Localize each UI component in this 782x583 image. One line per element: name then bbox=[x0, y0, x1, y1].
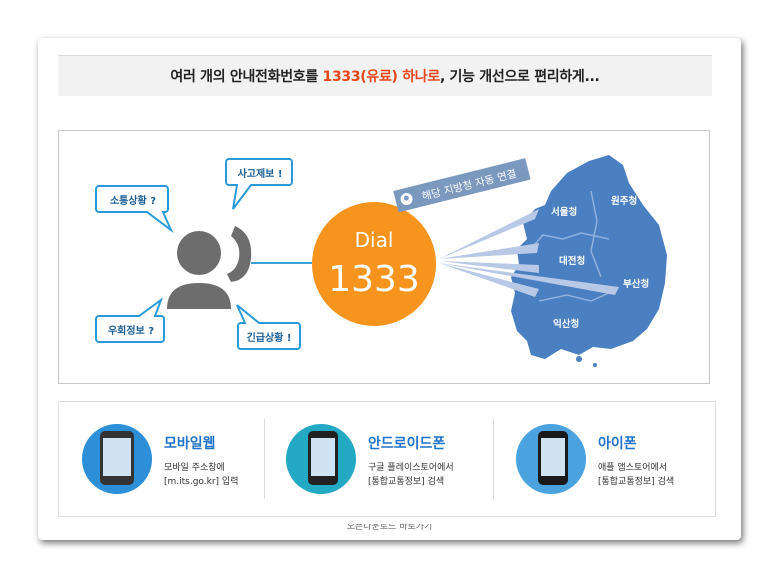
connection-arrows bbox=[439, 209, 619, 297]
dial-label: Dial bbox=[355, 228, 394, 252]
app-links: 모바일웹 모바일 주소창에 [m.its.go.kr] 입력 안드로이드폰 구글… bbox=[58, 401, 716, 517]
caller-icon bbox=[167, 226, 252, 309]
headline-highlight: 1333(유료) 하나로 bbox=[322, 69, 441, 85]
bubble-traffic-text: 소통상황 ? bbox=[110, 194, 156, 207]
mobile-web-icon[interactable] bbox=[82, 424, 152, 494]
region-wonju: 원주청 bbox=[611, 195, 637, 207]
app-android[interactable]: 안드로이드폰 구글 플레이스토어에서 [통합교통정보] 검색 bbox=[286, 402, 486, 516]
app-android-desc: 구글 플레이스토어에서 [통합교통정보] 검색 bbox=[368, 461, 454, 489]
content-card: 여러 개의 안내전화번호를 1333(유료) 하나로 , 기능 개선으로 편리하… bbox=[38, 38, 741, 540]
dial-circle: Dial 1333 bbox=[312, 202, 436, 326]
app-android-line1: 구글 플레이스토어에서 bbox=[368, 463, 454, 473]
app-android-line2: [통합교통정보] 검색 bbox=[368, 477, 445, 487]
auto-connect-banner: 해당 지방청 자동 연결 bbox=[393, 158, 531, 213]
bubble-emergency-text: 긴급상황 ! bbox=[247, 331, 292, 344]
app-iphone-line2: [통합교통정보] 검색 bbox=[598, 477, 675, 487]
bubble-emergency: 긴급상황 ! bbox=[236, 304, 301, 350]
bubble-accident: 사고제보 ! bbox=[225, 158, 293, 210]
region-seoul: 서울청 bbox=[551, 206, 577, 218]
region-iksan: 익산청 bbox=[553, 318, 579, 330]
app-iphone-line1: 애플 앱스토어에서 bbox=[598, 463, 668, 473]
service-diagram: 사고제보 ! 소통상황 ? 우회정보 ? 긴급상황 ! bbox=[58, 130, 710, 384]
app-android-title[interactable]: 안드로이드폰 bbox=[368, 436, 446, 452]
footer-partial-label: 오픈다운로드 바로가기 bbox=[346, 524, 433, 532]
footer-partial-text: 오픈다운로드 바로가기 bbox=[38, 524, 741, 532]
headline-prefix: 여러 개의 안내전화번호를 bbox=[170, 69, 323, 85]
app-iphone[interactable]: 아이폰 애플 앱스토어에서 [통합교통정보] 검색 bbox=[516, 402, 706, 516]
bubble-detour-text: 우회정보 ? bbox=[108, 324, 154, 337]
app-mobile-web-title[interactable]: 모바일웹 bbox=[164, 436, 216, 452]
headline: 여러 개의 안내전화번호를 1333(유료) 하나로 , 기능 개선으로 편리하… bbox=[58, 55, 712, 96]
dial-number: 1333 bbox=[328, 259, 420, 300]
bubble-accident-text: 사고제보 ! bbox=[238, 167, 283, 180]
region-daejeon: 대전청 bbox=[559, 255, 585, 267]
app-mobile-web-line1: 모바일 주소창에 bbox=[164, 463, 225, 473]
headline-suffix: , 기능 개선으로 편리하게... bbox=[439, 69, 600, 85]
divider bbox=[493, 419, 494, 499]
divider bbox=[264, 419, 265, 499]
app-mobile-web[interactable]: 모바일웹 모바일 주소창에 [m.its.go.kr] 입력 bbox=[82, 402, 262, 516]
android-phone-icon[interactable] bbox=[286, 424, 356, 494]
bubble-traffic: 소통상황 ? bbox=[95, 185, 174, 234]
iphone-icon[interactable] bbox=[516, 424, 586, 494]
app-mobile-web-line2: [m.its.go.kr] 입력 bbox=[164, 477, 239, 487]
app-mobile-web-desc: 모바일 주소창에 [m.its.go.kr] 입력 bbox=[164, 461, 239, 489]
region-busan: 부산청 bbox=[623, 278, 649, 290]
diagram-illustration: 사고제보 ! 소통상황 ? 우회정보 ? 긴급상황 ! bbox=[95, 155, 667, 367]
app-iphone-title[interactable]: 아이폰 bbox=[598, 436, 637, 452]
bubble-detour: 우회정보 ? bbox=[95, 297, 165, 343]
korea-map bbox=[511, 155, 667, 367]
app-iphone-desc: 애플 앱스토어에서 [통합교통정보] 검색 bbox=[598, 461, 674, 489]
